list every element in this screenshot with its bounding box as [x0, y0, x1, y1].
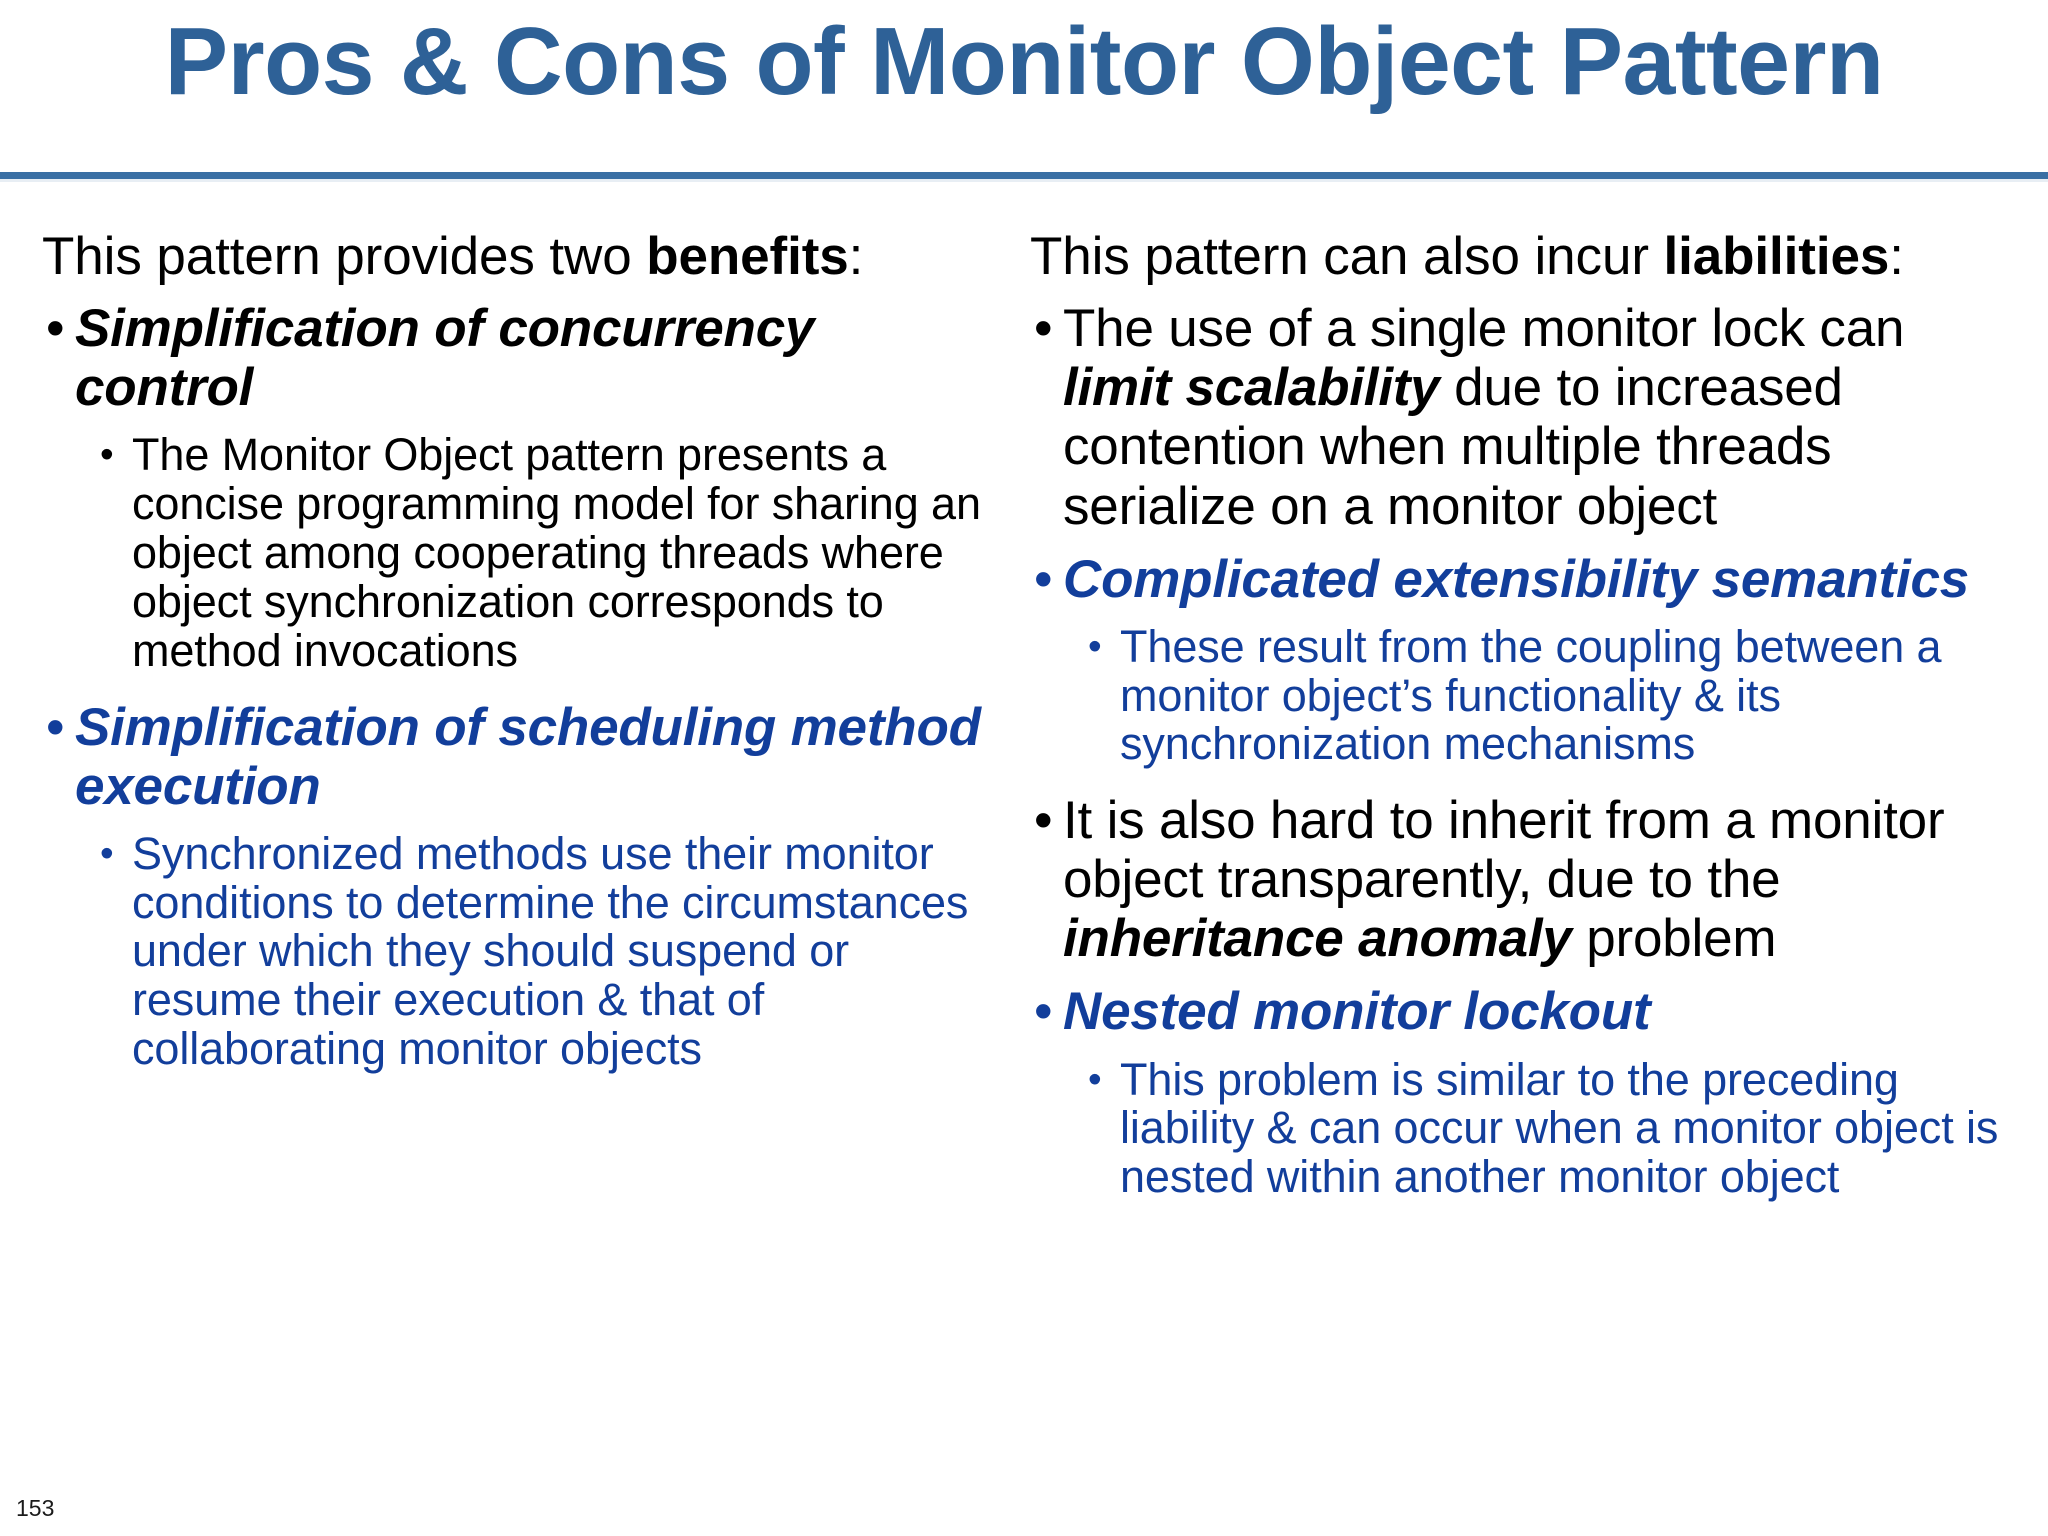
bullet-dot-icon: •: [1034, 549, 1053, 609]
subbullet-label: The Monitor Object pattern presents a co…: [132, 429, 981, 676]
subbullet-synchronized-methods: • Synchronized methods use their monitor …: [42, 827, 990, 1074]
slide-body: This pattern provides two benefits: •Sim…: [0, 227, 2048, 1468]
bullet-dot-icon: •: [1034, 982, 1053, 1042]
benefits-lead: This pattern provides two benefits:: [42, 227, 990, 286]
title-divider-highlight: [0, 179, 2048, 182]
title-divider-rule: [0, 172, 2048, 179]
bullet-dot-icon: •: [46, 697, 65, 757]
page-title: Pros & Cons of Monitor Object Pattern: [164, 8, 1884, 115]
subbullet-label: These result from the coupling between a…: [1120, 620, 1942, 770]
subbullet-label: This problem is similar to the preceding…: [1120, 1053, 1999, 1203]
bullet-run-emphasis: inheritance anomaly: [1063, 909, 1572, 969]
liabilities-lead: This pattern can also incur liabilities:: [1030, 227, 2022, 286]
bullet-label: Nested monitor lockout: [1063, 982, 1651, 1042]
bullet-dot-icon: •: [1088, 624, 1102, 668]
bullet-dot-icon: •: [1034, 299, 1053, 359]
subbullet-coupling-functionality-synchronization: • These result from the coupling between …: [1030, 620, 2022, 770]
benefits-lead-pre: This pattern provides two: [42, 227, 647, 286]
bullet-complicated-extensibility-semantics: •Complicated extensibility semantics: [1030, 550, 2022, 609]
bullet-single-monitor-lock-scalability: •The use of a single monitor lock can li…: [1030, 299, 2022, 535]
bullet-run-post: due to increased contention when multipl…: [1063, 358, 1843, 536]
bullet-label: Complicated extensibility semantics: [1063, 549, 1970, 609]
bullet-simplification-scheduling-method-execution: •Simplification of scheduling method exe…: [42, 698, 990, 816]
benefits-column: This pattern provides two benefits: •Sim…: [0, 227, 1010, 1080]
liabilities-lead-post: :: [1889, 227, 1904, 286]
liabilities-lead-emphasis: liabilities: [1663, 227, 1890, 286]
benefits-lead-post: :: [848, 227, 864, 286]
bullet-run-post: problem: [1571, 909, 1777, 969]
bullet-dot-icon: •: [1088, 1057, 1102, 1101]
bullet-inheritance-anomaly: •It is also hard to inherit from a monit…: [1030, 791, 2022, 968]
bullet-label: Simplification of concurrency control: [75, 299, 815, 418]
bullet-dot-icon: •: [100, 831, 114, 875]
bullet-run-pre: The use of a single monitor lock can: [1063, 299, 1905, 359]
benefits-lead-emphasis: benefits: [646, 227, 849, 286]
bullet-dot-icon: •: [46, 299, 65, 359]
liabilities-lead-pre: This pattern can also incur: [1030, 227, 1664, 286]
bullet-run-pre: It is also hard to inherit from a monito…: [1063, 791, 1945, 910]
subbullet-monitor-object-presents: • The Monitor Object pattern presents a c…: [42, 431, 990, 675]
bullet-label: Simplification of scheduling method exec…: [75, 697, 981, 816]
bullet-dot-icon: •: [1034, 791, 1053, 851]
subbullet-nested-lockout-explanation: • This problem is similar to the precedin…: [1030, 1053, 2022, 1203]
title-block: Pros & Cons of Monitor Object Pattern: [0, 10, 2048, 114]
liabilities-column: This pattern can also incur liabilities:…: [1010, 227, 2048, 1208]
bullet-nested-monitor-lockout: •Nested monitor lockout: [1030, 982, 2022, 1041]
subbullet-label: Synchronized methods use their monitor c…: [132, 827, 969, 1074]
bullet-dot-icon: •: [100, 433, 114, 477]
bullet-simplification-concurrency-control: •Simplification of concurrency control: [42, 299, 990, 417]
bullet-run-emphasis: limit scalability: [1063, 358, 1440, 418]
page-number: 153: [16, 1495, 55, 1521]
